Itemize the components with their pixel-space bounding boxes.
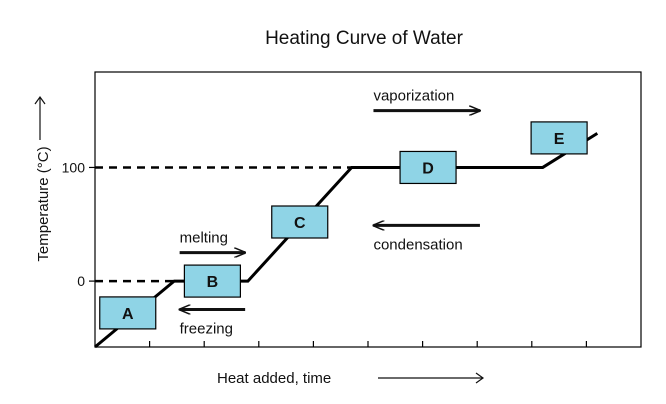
vaporization-label: vaporization	[373, 88, 454, 105]
melting-label: melting	[180, 230, 228, 247]
phase-box-e	[530, 121, 588, 155]
x-axis-label: Heat added, time	[217, 370, 331, 387]
phase-box-label-c: C	[294, 215, 306, 232]
phase-box-c	[271, 205, 329, 239]
freezing-label: freezing	[180, 321, 233, 338]
x-ticks	[149, 341, 588, 347]
phase-box-label-a: A	[122, 306, 134, 323]
y-axis-label: Temperature (°C)	[35, 146, 52, 261]
phase-box-label-d: D	[422, 160, 434, 177]
plot-frame	[94, 71, 642, 348]
y-tick-label: 0	[77, 273, 85, 289]
phase-boxes: A B C D E	[99, 121, 588, 330]
phase-box-label-e: E	[554, 131, 565, 148]
phase-box-label-b: B	[207, 274, 219, 291]
y-axis-label-group: Temperature (°C)	[34, 95, 52, 262]
heating-curve-line	[94, 132, 599, 349]
phase-arrows: melting freezing vaporization condensation	[180, 88, 480, 338]
phase-box-a	[99, 296, 157, 330]
phase-box-d	[399, 150, 457, 185]
reference-lines	[95, 166, 352, 283]
x-axis-arrow-head	[475, 372, 485, 384]
y-tick-label: 100	[62, 159, 86, 175]
chart-title: Heating Curve of Water	[265, 28, 463, 49]
y-axis-arrow-head	[34, 95, 46, 105]
x-axis-label-group: Heat added, time	[217, 370, 485, 387]
y-ticks: 0 100	[62, 159, 95, 289]
phase-box-b	[183, 264, 241, 298]
condensation-label: condensation	[373, 236, 462, 253]
